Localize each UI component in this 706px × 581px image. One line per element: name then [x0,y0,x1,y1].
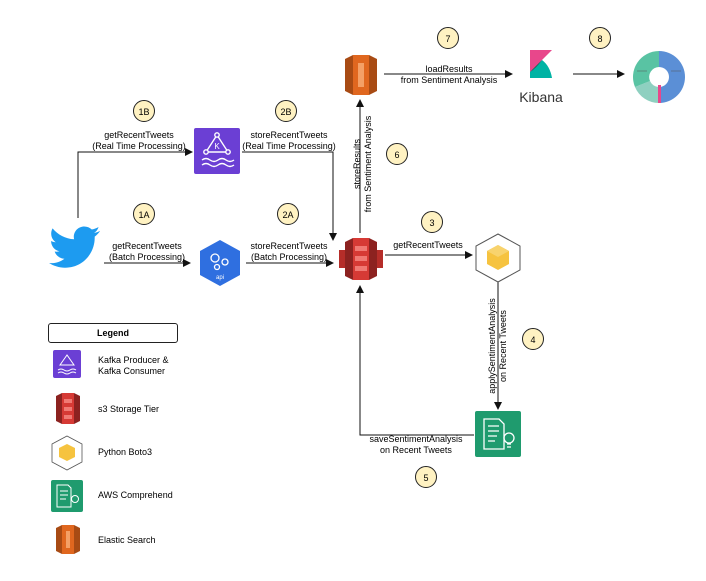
boto3-cube-icon [475,233,521,283]
edge-kafka-s3 [242,151,337,241]
legend-label-s3: s3 Storage Tier [98,404,160,414]
step-5: 5 [415,466,437,488]
label-twitter-kafka: getRecentTweets(Real Time Processing) [92,130,186,151]
edge-comprehend-s3 [356,285,474,436]
step-8: 8 [589,27,611,49]
step-2a: 2A [277,203,299,225]
svg-text:K: K [214,142,220,151]
legend-label-kafka: Kafka Producer &Kafka Consumer [98,355,169,376]
step-4: 4 [522,328,544,350]
legend-label-boto3: Python Boto3 [98,447,153,457]
legend-elastic-icon [56,525,80,554]
edge-twitter-kafka [77,148,193,218]
legend-boto3-icon [51,435,83,471]
label-kafka-s3: storeRecentTweets(Real Time Processing) [242,130,336,151]
step-7: 7 [437,27,459,49]
step-1b: 1B [133,100,155,122]
legend-title: Legend [48,323,178,343]
legend-kafka-icon [53,350,81,378]
label-twitter-api: getRecentTweets(Batch Processing) [108,241,186,262]
label-api-s3: storeRecentTweets(Batch Processing) [250,241,328,262]
s3-bucket-icon [339,238,383,280]
elastic-search-icon [345,55,377,95]
twitter-icon [49,226,100,268]
legend-label-comprehend: AWS Comprehend [98,490,173,500]
step-6: 6 [386,143,408,165]
kafka-icon: K [194,128,240,174]
kibana-logo-icon [530,50,552,78]
api-gateway-icon: api [200,240,240,286]
step-2b: 2B [275,100,297,122]
api-icon-label: api [216,275,224,281]
label-s3-boto: getRecentTweets [393,240,463,250]
dashboard-donut-icon [633,51,685,103]
legend-s3-icon [56,393,80,424]
kibana-wordmark: Kibana [519,89,563,105]
legend-comprehend-icon [51,480,83,512]
legend-label-elastic: Elastic Search [98,535,156,545]
step-1a: 1A [133,203,155,225]
comprehend-icon [475,411,521,457]
step-3: 3 [421,211,443,233]
